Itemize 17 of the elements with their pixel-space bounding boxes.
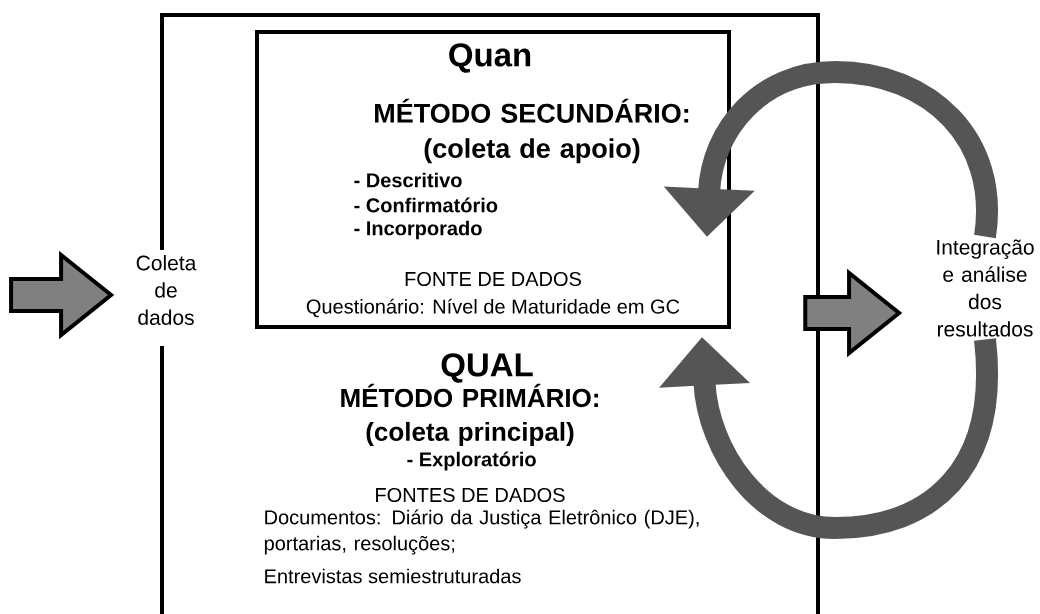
list-item: - Confirmatório: [354, 197, 498, 213]
block-arrow: [803, 268, 903, 358]
text-label: Integração e análise dos resultados: [937, 239, 1034, 337]
source-text: Questionário: Nível de Maturidade em GC: [306, 298, 680, 318]
section-heading: Quan: [449, 43, 531, 73]
method-heading: MÉTODO SECUNDÁRIO: (coleta de apoio): [375, 98, 689, 164]
source-heading: FONTES DE DADOS: [376, 487, 565, 503]
block-arrow: [9, 250, 115, 340]
source-heading: FONTE DE DADOS: [405, 271, 581, 287]
list-item: - Descritivo: [354, 172, 462, 188]
list-item: - Incorporado: [354, 220, 482, 240]
text-label: Coleta de dados: [136, 254, 197, 325]
list-item: - Exploratório: [407, 451, 536, 471]
method-heading: MÉTODO PRIMÁRIO: (coleta principal): [341, 383, 598, 447]
section-heading: QUAL: [441, 353, 533, 383]
source-text: Documentos: Diário da Justiça Eletrônico (DJE), portarias, resoluções;: [264, 509, 699, 555]
source-text: Entrevistas semiestruturadas: [265, 568, 521, 584]
